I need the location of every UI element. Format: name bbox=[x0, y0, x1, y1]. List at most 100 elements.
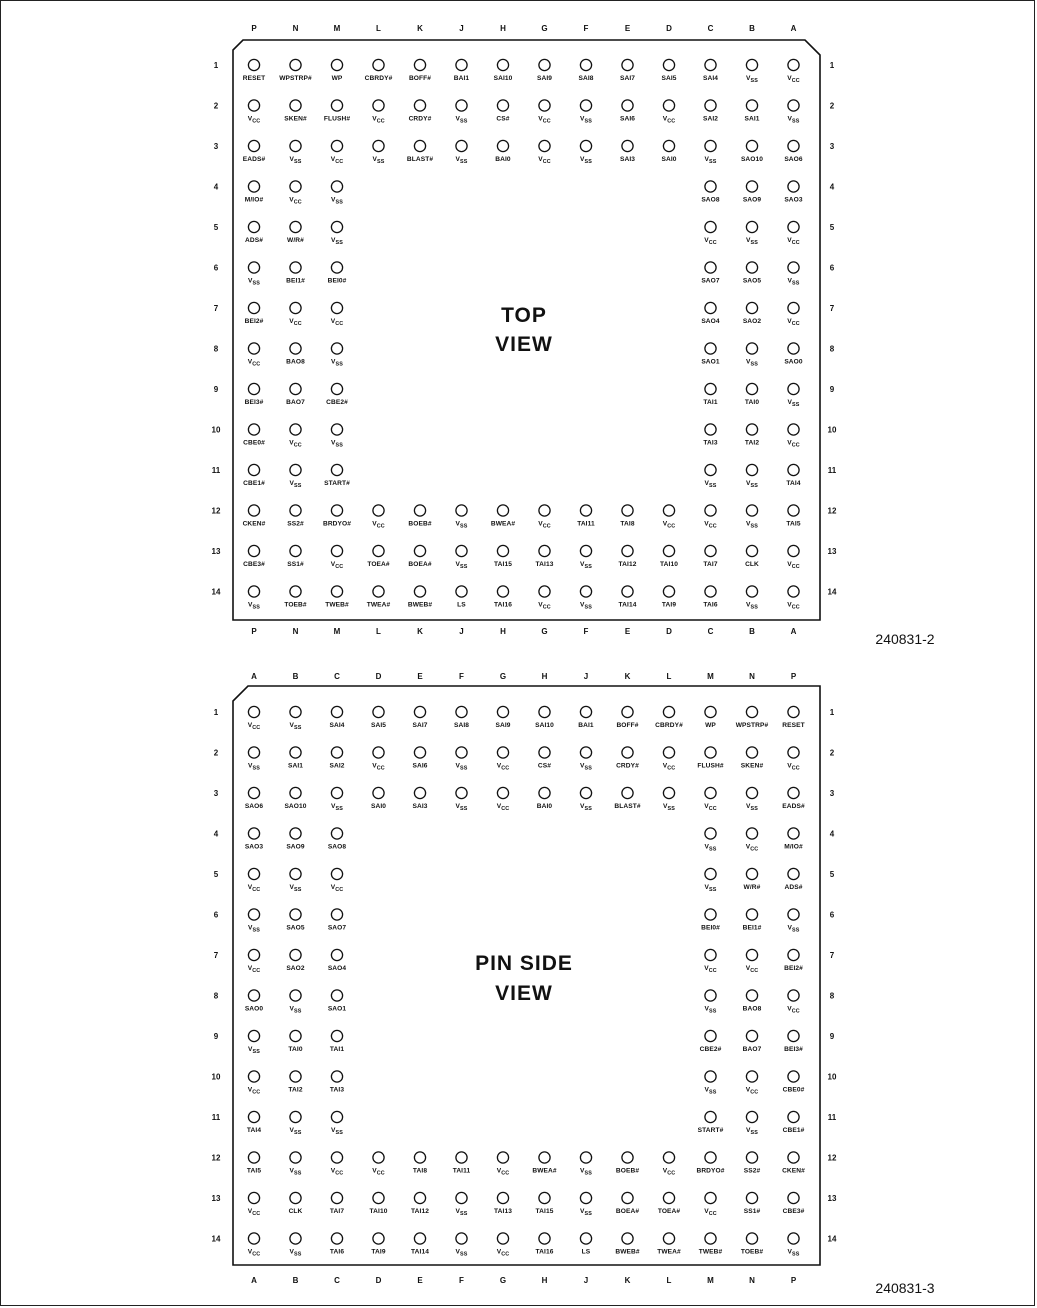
pin-side-view-pin-c8: SAO1 bbox=[328, 989, 346, 1013]
top-view-pin-h1: SAI10 bbox=[494, 58, 513, 82]
pin-circle bbox=[745, 746, 759, 759]
pin-side-view-row-label-9: 9 bbox=[214, 1032, 219, 1041]
pin-label: VSS bbox=[705, 480, 717, 489]
top-view-pin-d2: VCC bbox=[663, 99, 676, 125]
pin-circle bbox=[455, 99, 468, 112]
top-view-col-label-c: C bbox=[708, 24, 714, 33]
pin-side-view-row-label-8: 8 bbox=[214, 992, 219, 1001]
pin-label: TAI10 bbox=[370, 1208, 388, 1215]
pin-label: CKEN# bbox=[243, 521, 266, 528]
pin-label: VCC bbox=[538, 156, 551, 165]
top-view-pin-d3: SAI0 bbox=[661, 139, 677, 163]
pin-label: VSS bbox=[788, 399, 800, 408]
pin-side-view-col-label-j: J bbox=[584, 672, 588, 681]
pin-side-view-pin-j12: VSS bbox=[579, 1151, 593, 1177]
top-view-row-label-right-9: 9 bbox=[830, 385, 835, 394]
top-view-col-label-bottom-c: C bbox=[708, 627, 714, 636]
pin-circle bbox=[662, 544, 676, 558]
pin-label: TAI3 bbox=[703, 440, 717, 447]
pin-label: CLK bbox=[745, 561, 759, 568]
pin-side-view-pin-e13: TAI12 bbox=[411, 1191, 429, 1215]
pin-side-view-pin-h2: CS# bbox=[538, 746, 551, 770]
pin-circle bbox=[289, 746, 302, 759]
pin-label: SAO4 bbox=[328, 965, 347, 972]
pin-label: TOEB# bbox=[284, 602, 307, 609]
pin-label: SAI2 bbox=[329, 763, 344, 770]
top-view-row-label-6: 6 bbox=[214, 264, 219, 273]
top-view-pin-f12: TAI11 bbox=[577, 504, 595, 528]
top-view-col-label-bottom-d: D bbox=[666, 627, 672, 636]
pin-label: CRDY# bbox=[616, 763, 639, 770]
pin-side-view-row-label-4: 4 bbox=[214, 830, 219, 839]
pin-side-view-pin-c3: VSS bbox=[330, 786, 344, 812]
top-view-pin-p11: CBE1# bbox=[243, 463, 265, 487]
top-view-pin-f14: VSS bbox=[579, 585, 593, 611]
top-view-pin-e13: TAI12 bbox=[619, 544, 637, 568]
pin-side-view-col-label-bottom-p: P bbox=[791, 1276, 797, 1285]
pin-side-view-pin-b2: SAI1 bbox=[288, 746, 303, 770]
pin-circle bbox=[745, 544, 759, 558]
top-view-pin-a12: TAI5 bbox=[786, 504, 801, 528]
pin-label: VSS bbox=[248, 602, 260, 611]
pin-label: BOEB# bbox=[616, 1168, 639, 1175]
top-view-pin-g12: VCC bbox=[538, 504, 551, 530]
pin-circle bbox=[538, 1191, 551, 1205]
pin-side-view-pin-n11: VSS bbox=[745, 1110, 759, 1136]
pin-circle bbox=[330, 301, 344, 315]
pin-label: VCC bbox=[704, 1208, 717, 1217]
pin-label: CBE1# bbox=[243, 480, 265, 487]
top-view-pin-m1: WP bbox=[330, 58, 344, 82]
top-view-pin-a11: TAI4 bbox=[786, 463, 801, 487]
pin-label: VSS bbox=[290, 480, 302, 489]
top-view-pin-n6: BEI1# bbox=[286, 261, 305, 285]
pin-label: CS# bbox=[538, 763, 551, 770]
pin-circle bbox=[413, 139, 427, 153]
pin-circle bbox=[330, 261, 344, 274]
pin-label: SAI5 bbox=[371, 722, 386, 729]
pin-side-view-pin-d12: VCC bbox=[372, 1151, 385, 1177]
pin-side-view-pin-d3: SAI0 bbox=[371, 786, 386, 810]
pin-label: BEI2# bbox=[784, 965, 803, 972]
top-view-row-label-14: 14 bbox=[212, 588, 221, 597]
pin-side-view-col-label-bottom-k: K bbox=[625, 1276, 631, 1285]
pin-side-view-figure-id: 240831-3 bbox=[875, 1280, 934, 1296]
pin-label: CBE2# bbox=[326, 399, 348, 406]
top-view-row-label-right-14: 14 bbox=[828, 588, 837, 597]
top-view-pin-m7: VCC bbox=[330, 301, 344, 327]
pin-circle bbox=[787, 585, 800, 598]
pin-label: EADS# bbox=[243, 156, 266, 163]
pin-circle bbox=[704, 1151, 717, 1164]
pin-circle bbox=[538, 99, 551, 112]
pin-label: VCC bbox=[746, 965, 759, 974]
pin-circle bbox=[787, 261, 800, 274]
pin-label: VCC bbox=[497, 1249, 510, 1258]
pin-side-view-pin-d1: SAI5 bbox=[371, 705, 386, 729]
pin-circle bbox=[289, 1070, 302, 1083]
pin-circle bbox=[579, 504, 593, 517]
pin-side-view-pin-f13: VSS bbox=[455, 1191, 468, 1217]
pin-circle bbox=[745, 867, 759, 881]
pin-circle bbox=[496, 1232, 510, 1245]
pin-side-view-col-label-bottom-e: E bbox=[417, 1276, 423, 1285]
pin-circle bbox=[330, 1151, 344, 1164]
pin-circle bbox=[579, 705, 593, 719]
pin-side-view-pin-b1: VSS bbox=[289, 705, 302, 731]
pin-label: VCC bbox=[248, 884, 261, 893]
pin-circle bbox=[413, 504, 427, 517]
top-view-row-label-5: 5 bbox=[214, 223, 219, 232]
pin-side-view-pin-m13: VCC bbox=[704, 1191, 717, 1217]
pin-circle bbox=[372, 705, 385, 719]
pin-side-view-pin-j14: LS bbox=[579, 1232, 593, 1256]
pin-side-view-pin-c14: TAI6 bbox=[330, 1232, 344, 1256]
pin-side-view-pin-f1: SAI8 bbox=[454, 705, 469, 729]
pin-label: VSS bbox=[290, 156, 302, 165]
pin-circle bbox=[372, 1151, 385, 1164]
pin-label: VCC bbox=[538, 602, 551, 611]
pin-side-view-row-label-right-1: 1 bbox=[830, 708, 835, 717]
pin-label: TAI13 bbox=[494, 1208, 512, 1215]
pin-circle bbox=[413, 746, 427, 759]
pin-circle bbox=[621, 544, 634, 558]
top-view-pin-a4: SAO3 bbox=[784, 180, 803, 204]
top-view-pin-m4: VSS bbox=[330, 180, 344, 206]
